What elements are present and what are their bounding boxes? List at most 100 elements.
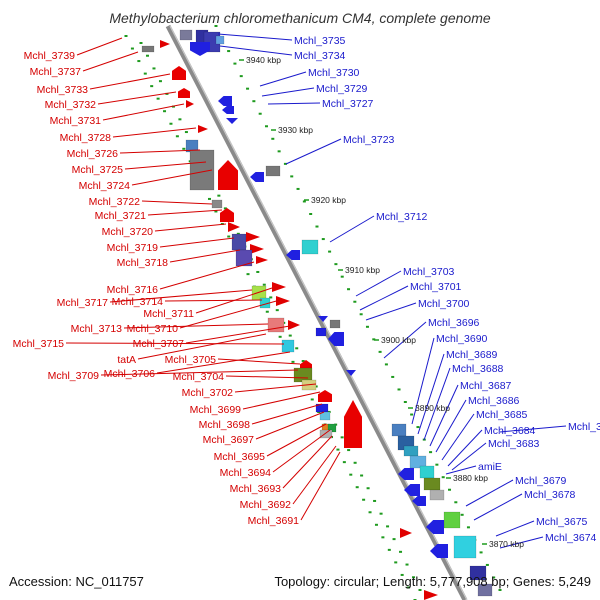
gene-feature[interactable] xyxy=(315,327,327,337)
gene-feature[interactable] xyxy=(398,468,414,480)
gene-feature[interactable] xyxy=(424,590,438,600)
gene-label[interactable]: Mchl_3690 xyxy=(436,333,488,345)
gene-label[interactable]: Mchl_3697 xyxy=(203,434,255,446)
gene-feature[interactable] xyxy=(186,100,194,108)
gene-label[interactable]: Mchl_3726 xyxy=(67,148,119,160)
gene-label[interactable]: Mchl_3710 xyxy=(127,323,179,335)
gene-label[interactable]: Mchl_3723 xyxy=(343,134,395,146)
gene-label[interactable]: Mchl_3737 xyxy=(30,66,82,78)
gene-label[interactable]: Mchl_3674 xyxy=(545,532,597,544)
gene-feature[interactable] xyxy=(226,118,238,124)
gene-label[interactable]: Mchl_3688 xyxy=(452,363,504,375)
gene-feature[interactable] xyxy=(172,66,186,80)
gene-feature[interactable] xyxy=(286,250,300,260)
gene-feature[interactable] xyxy=(190,42,210,56)
gene-feature[interactable] xyxy=(222,106,234,114)
gene-label[interactable]: Mchl_3692 xyxy=(240,499,292,511)
gene-feature[interactable] xyxy=(256,256,268,264)
gene-label[interactable]: Mchl_3729 xyxy=(316,83,368,95)
gene-feature[interactable] xyxy=(403,445,419,457)
gene-label[interactable]: Mchl_3714 xyxy=(112,296,164,308)
gene-feature[interactable] xyxy=(328,332,344,346)
gene-label[interactable]: Mchl_3715 xyxy=(13,338,65,350)
gene-feature[interactable] xyxy=(329,319,341,329)
gene-feature[interactable] xyxy=(318,390,332,402)
gene-label[interactable]: Mchl_3694 xyxy=(220,467,272,479)
gene-label[interactable]: Mchl_3730 xyxy=(308,67,360,79)
gene-label[interactable]: Mchl_3713 xyxy=(71,323,123,335)
gene-label[interactable]: Mchl_3675 xyxy=(536,516,588,528)
gene-label[interactable]: Mchl_3686 xyxy=(468,395,520,407)
gene-feature[interactable] xyxy=(319,429,333,439)
gene-feature[interactable] xyxy=(276,296,290,306)
gene-label[interactable]: Mchl_3718 xyxy=(117,257,169,269)
gene-feature[interactable] xyxy=(301,239,319,255)
gene-feature[interactable] xyxy=(391,423,407,437)
gene-feature[interactable] xyxy=(211,199,223,209)
gene-label[interactable]: Mchl_3678 xyxy=(524,489,576,501)
gene-feature[interactable] xyxy=(272,282,286,292)
gene-feature[interactable] xyxy=(228,222,240,232)
gene-label[interactable]: Mchl_3699 xyxy=(190,404,242,416)
gene-label[interactable]: Mchl_3727 xyxy=(322,98,374,110)
gene-label[interactable]: Mchl_3696 xyxy=(428,317,480,329)
gene-label[interactable]: Mchl_3687 xyxy=(460,380,512,392)
gene-feature[interactable] xyxy=(346,370,356,376)
gene-feature[interactable] xyxy=(412,496,426,506)
gene-label[interactable]: Mchl_3685 xyxy=(476,409,528,421)
gene-label[interactable]: Mchl_3703 xyxy=(403,266,455,278)
gene-label[interactable]: Mchl_3724 xyxy=(79,180,131,192)
gene-label[interactable]: Mchl_3719 xyxy=(107,242,159,254)
gene-label[interactable]: Mchl_3716 xyxy=(107,284,159,296)
gene-label[interactable]: Mchl_3679 xyxy=(515,475,567,487)
gene-feature[interactable] xyxy=(250,172,264,182)
gene-feature[interactable] xyxy=(404,484,420,496)
gene-label[interactable]: Mchl_3717 xyxy=(57,297,109,309)
gene-feature[interactable] xyxy=(267,317,285,333)
gene-feature[interactable] xyxy=(426,520,444,534)
gene-label[interactable]: Mchl_3709 xyxy=(48,370,100,382)
gene-feature[interactable] xyxy=(160,40,170,48)
gene-feature[interactable] xyxy=(409,455,427,469)
gene-label[interactable]: Mchl_3706 xyxy=(104,368,156,380)
gene-feature[interactable] xyxy=(235,249,253,267)
gene-label[interactable]: Mchl_3712 xyxy=(376,211,428,223)
gene-label[interactable]: amiE xyxy=(478,461,502,473)
gene-feature[interactable] xyxy=(443,511,461,529)
gene-label[interactable]: tatA xyxy=(117,354,136,366)
gene-feature[interactable] xyxy=(429,489,445,501)
gene-feature[interactable] xyxy=(141,45,155,53)
gene-label[interactable]: Mchl_3689 xyxy=(446,349,498,361)
gene-label[interactable]: Mchl_3695 xyxy=(214,451,266,463)
gene-feature[interactable] xyxy=(281,339,295,353)
gene-feature[interactable] xyxy=(220,208,234,222)
gene-feature[interactable] xyxy=(419,465,435,479)
gene-feature[interactable] xyxy=(198,125,208,133)
gene-label[interactable]: Mchl_3721 xyxy=(95,210,147,222)
gene-feature[interactable] xyxy=(265,165,281,177)
gene-feature[interactable] xyxy=(453,535,477,559)
gene-feature[interactable] xyxy=(218,160,238,190)
gene-label[interactable]: Mchl_3684 xyxy=(484,425,536,437)
gene-label[interactable]: Mchl_3704 xyxy=(173,371,225,383)
gene-feature[interactable] xyxy=(469,565,487,581)
gene-label[interactable]: Mchl_3733 xyxy=(37,84,89,96)
gene-label[interactable]: Mchl_3735 xyxy=(294,35,346,47)
gene-feature[interactable] xyxy=(319,411,331,421)
gene-label[interactable]: Mchl_3705 xyxy=(165,354,217,366)
gene-feature[interactable] xyxy=(218,96,232,106)
gene-feature[interactable] xyxy=(344,400,362,448)
gene-feature[interactable] xyxy=(430,544,448,558)
gene-label[interactable]: Mchl_3702 xyxy=(182,387,234,399)
gene-label[interactable]: Mchl_3682 xyxy=(568,421,600,433)
gene-feature[interactable] xyxy=(231,233,247,251)
gene-feature[interactable] xyxy=(178,88,190,98)
gene-label[interactable]: Mchl_3700 xyxy=(418,298,470,310)
gene-label[interactable]: Mchl_3722 xyxy=(89,196,141,208)
gene-feature[interactable] xyxy=(246,232,260,242)
gene-feature[interactable] xyxy=(215,35,225,45)
gene-label[interactable]: Mchl_3707 xyxy=(133,338,185,350)
gene-feature[interactable] xyxy=(288,320,300,330)
gene-label[interactable]: Mchl_3734 xyxy=(294,50,346,62)
gene-feature[interactable] xyxy=(423,477,441,491)
